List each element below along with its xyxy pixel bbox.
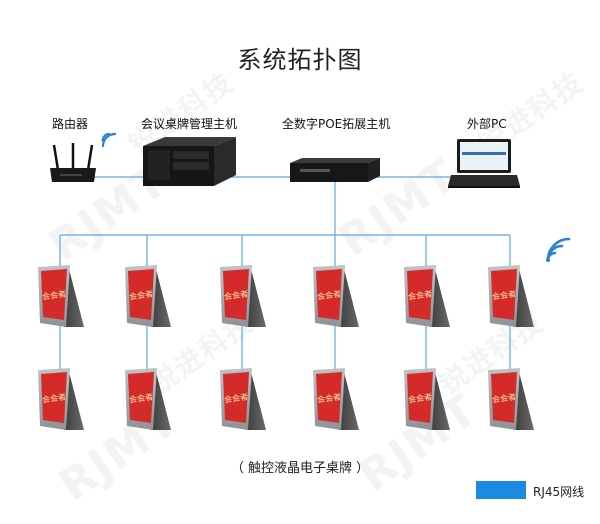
nameplate-device: 会会者	[313, 368, 359, 430]
nameplate-text: 会会者	[41, 391, 66, 404]
nameplate-device: 会会者	[404, 265, 450, 327]
management-host-device	[143, 137, 236, 186]
nameplate-text: 会会者	[407, 288, 432, 301]
nameplate-screen	[316, 372, 342, 423]
nameplate-text: 会会者	[41, 288, 66, 301]
nameplate-screen	[316, 269, 342, 320]
nameplate-device: 会会者	[404, 368, 450, 430]
nameplate-screen	[128, 372, 154, 423]
device-caption: （ 触控液晶电子桌牌 ）	[230, 461, 370, 476]
nameplate-text: 会会者	[128, 391, 153, 404]
nameplate-text: 会会者	[223, 288, 248, 301]
nameplate-screen	[223, 269, 249, 320]
nameplate-device: 会会者	[220, 265, 266, 327]
external-pc-label: 外部PC	[467, 117, 507, 131]
nameplate-screen	[41, 372, 67, 423]
nameplate-text: 会会者	[491, 391, 516, 404]
wifi-icon	[101, 132, 117, 148]
external-pc-device	[448, 139, 520, 188]
poe-host-label: 全数字POE拓展主机	[282, 117, 391, 131]
router-label: 路由器	[52, 117, 89, 131]
nameplate-device: 会会者	[313, 265, 359, 327]
nameplate-screen	[41, 269, 67, 320]
nameplate-text: 会会者	[128, 288, 153, 301]
nameplate-screen	[128, 269, 154, 320]
nameplate-device: 会会者	[38, 265, 84, 327]
nameplate-text: 会会者	[316, 391, 341, 404]
nameplate-screen	[407, 269, 433, 320]
nameplate-device: 会会者	[38, 368, 84, 430]
nameplate-device: 会会者	[125, 368, 171, 430]
poe-host-device	[290, 158, 380, 182]
page-title: 系统拓扑图	[237, 46, 363, 74]
nameplate-screen	[223, 372, 249, 423]
nameplate-text: 会会者	[407, 391, 432, 404]
nameplate-screen	[491, 269, 517, 320]
wifi-icon	[546, 237, 571, 262]
nameplate-text: 会会者	[491, 288, 516, 301]
nameplate-text: 会会者	[223, 391, 248, 404]
nameplate-device: 会会者	[220, 368, 266, 430]
nameplate-screen	[407, 372, 433, 423]
legend-swatch	[476, 481, 526, 499]
nameplate-text: 会会者	[316, 288, 341, 301]
mgmt-host-label: 会议桌牌管理主机	[141, 117, 238, 131]
nameplate-device: 会会者	[488, 368, 534, 430]
nameplate-screen	[491, 372, 517, 423]
network-cables	[60, 176, 510, 236]
nameplate-device: 会会者	[125, 265, 171, 327]
nameplate-device: 会会者	[488, 265, 534, 327]
router-device	[50, 143, 96, 182]
legend-label: RJ45网线	[533, 485, 585, 499]
